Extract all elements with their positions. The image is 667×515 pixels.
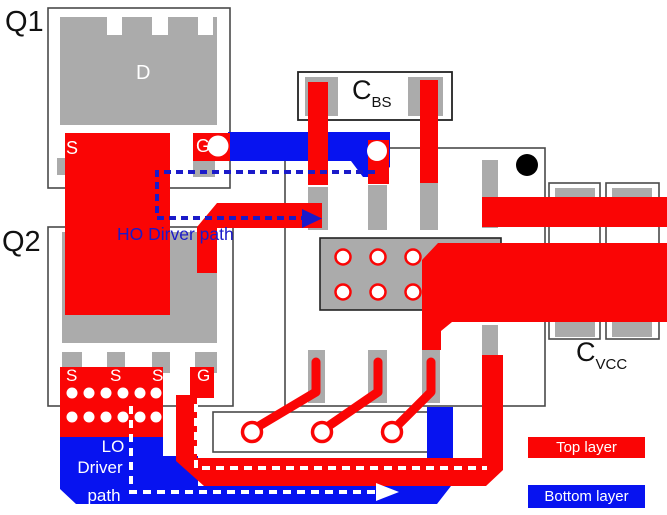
lo-bottom-layer-stub	[427, 407, 453, 459]
thermal-via	[334, 283, 352, 301]
source-via	[83, 387, 95, 399]
source-via	[150, 387, 162, 399]
source-via	[117, 387, 129, 399]
q2-source-label-1: S	[66, 366, 78, 385]
driver-top-pin-3	[420, 183, 438, 230]
q2-source-copper	[60, 367, 163, 437]
source-via	[100, 387, 112, 399]
source-via	[83, 411, 95, 423]
thermal-via	[369, 248, 387, 266]
legend-top-layer-label: Top layer	[556, 439, 617, 456]
q2-label: Q2	[2, 226, 41, 258]
lo-gate-trace-vertical	[482, 355, 503, 465]
q1-drain-pad	[60, 17, 217, 125]
cvcc-label-sub: VCC	[595, 356, 628, 374]
q2-source-label-2: S	[110, 366, 122, 385]
lo-driver-path-arrow	[376, 483, 399, 501]
source-via	[66, 387, 78, 399]
connector-hole-1	[240, 420, 264, 444]
source-via	[117, 411, 129, 423]
legend-top-layer: Top layer	[528, 437, 645, 458]
cbs-label-main: C	[352, 75, 372, 105]
ho-via	[367, 141, 387, 161]
lo-driver-path-line	[129, 406, 376, 494]
lo-path-text-line2: Driver	[77, 458, 123, 477]
lo-path-text-line1: LO	[101, 437, 125, 456]
cbs-trace-right	[420, 80, 438, 183]
connector-trace-3	[394, 357, 436, 429]
driver-top-pin-2	[368, 185, 387, 230]
lo-gate-path-line	[194, 404, 487, 470]
q1-source-pad-stub	[57, 158, 66, 175]
connector-hole-3	[380, 420, 404, 444]
cbs-label: CBS	[352, 75, 392, 112]
q1-drain-label: D	[136, 62, 151, 84]
ho-driver-path-arrow	[302, 209, 322, 228]
lo-path-text-line3: path	[87, 486, 121, 505]
ho-driver-path-line	[155, 170, 375, 220]
thermal-via	[334, 248, 352, 266]
q1-source-copper	[65, 133, 170, 315]
switch-node-trace	[197, 203, 322, 273]
q2-gate-pad	[190, 367, 214, 398]
lo-bottom-layer-region	[60, 437, 451, 504]
legend-bottom-layer: Bottom layer	[528, 485, 645, 508]
gate-via	[207, 135, 229, 157]
lo-gate-trace	[176, 395, 503, 486]
connector-hole-2	[310, 420, 334, 444]
q2-gate-label: G	[197, 366, 211, 385]
ho-driver-path-text: HO Dirver path	[117, 224, 234, 244]
thermal-via	[404, 283, 422, 301]
q1-gate-label: G	[196, 136, 211, 156]
q1-source-label: S	[66, 138, 79, 158]
cbs-trace-left	[308, 82, 328, 185]
cvcc-label: CVCC	[576, 337, 628, 374]
cvcc-label-main: C	[576, 337, 596, 367]
q2-source-label-3: S	[152, 366, 164, 385]
thermal-via	[404, 248, 422, 266]
q1-label: Q1	[5, 6, 44, 38]
q1-gate-pad-stub	[193, 161, 215, 177]
legend-bottom-layer-label: Bottom layer	[544, 488, 629, 505]
source-via	[134, 387, 146, 399]
source-via	[100, 411, 112, 423]
pin1-marker-dot	[516, 154, 538, 176]
vcc-pour-main	[422, 243, 667, 350]
source-via	[66, 411, 78, 423]
connector-trace-1	[254, 357, 321, 431]
source-via	[134, 411, 146, 423]
source-via	[150, 411, 162, 423]
thermal-via	[369, 283, 387, 301]
vcc-band-top	[482, 197, 667, 227]
cbs-label-sub: BS	[371, 94, 392, 112]
connector-trace-2	[325, 357, 383, 430]
